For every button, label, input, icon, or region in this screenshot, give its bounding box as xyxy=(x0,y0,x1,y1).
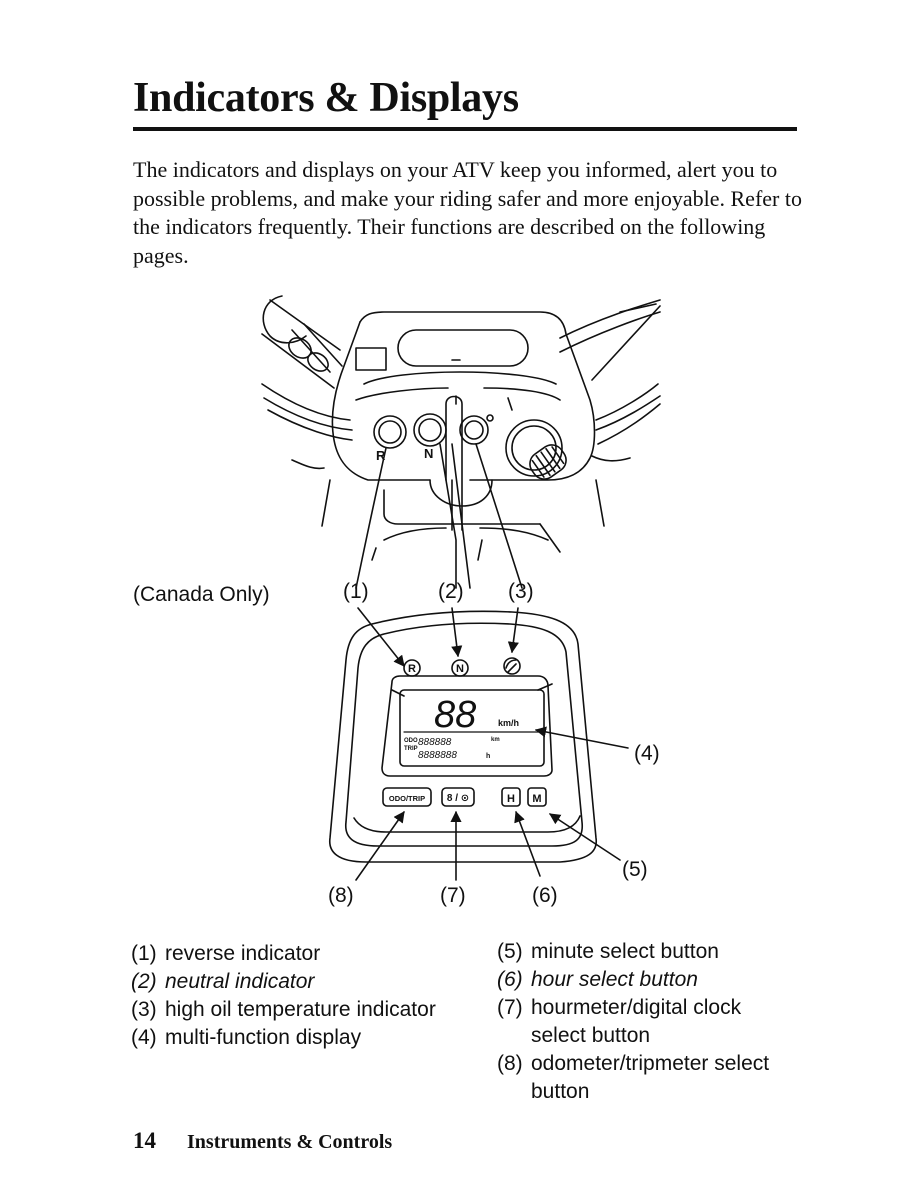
legend-text: hour select button xyxy=(531,968,698,991)
lcd-odo-digits: 888888 xyxy=(418,737,452,748)
intro-paragraph: The indicators and displays on your ATV … xyxy=(133,157,802,268)
legend-num: (8) xyxy=(497,1052,523,1075)
page-title: Indicators & Displays xyxy=(133,75,519,121)
legend-item: (1) reverse indicator xyxy=(131,940,491,968)
upper-label-n: N xyxy=(424,446,433,461)
legend-num: (6) xyxy=(497,968,523,991)
lcd-hour-unit: h xyxy=(486,753,490,760)
lcd-speed: 88 xyxy=(434,694,476,736)
upper-label-r: R xyxy=(376,448,386,463)
callout-8: (8) xyxy=(328,884,354,907)
minute-button-outline xyxy=(527,787,547,807)
legend-text: neutral indicator xyxy=(165,970,315,993)
legend-item: (2) neutral indicator xyxy=(131,968,491,996)
callout-7: (7) xyxy=(440,884,466,907)
clock-button-outline xyxy=(441,787,475,807)
legend-item: (7) hourmeter/digital clock select butto… xyxy=(497,994,797,1050)
oil-temp-indicator-icon xyxy=(503,657,521,675)
legend-num: (7) xyxy=(497,996,523,1019)
reverse-glyph: R xyxy=(408,663,416,675)
legend-num: (5) xyxy=(497,940,523,963)
lcd-trip-tag: TRIP xyxy=(404,746,418,752)
lcd-hour-digits: 8888888 xyxy=(418,750,457,761)
legend-text: minute select button xyxy=(531,940,719,963)
callout-1: (1) xyxy=(343,580,369,603)
section-name: Instruments & Controls xyxy=(187,1131,393,1153)
legend-num: (4) xyxy=(131,1026,157,1049)
instrument-illustration: R N R N 88 km/h ODO TRIP 888888 km 88888… xyxy=(133,295,661,907)
canada-only-note: (Canada Only) xyxy=(133,583,270,606)
legend-text: hourmeter/digital clock select button xyxy=(531,996,742,1047)
hour-button[interactable]: H xyxy=(507,793,515,805)
legend-item: (8) odometer/tripmeter select button xyxy=(497,1050,797,1106)
neutral-indicator-icon xyxy=(451,659,469,677)
callout-3: (3) xyxy=(508,580,534,603)
page-number: 14 xyxy=(133,1128,156,1153)
page-footer: 14 Instruments & Controls xyxy=(133,1128,392,1154)
hour-button-outline xyxy=(501,787,521,807)
lcd-odo-tag: ODO xyxy=(404,738,418,744)
meter-drawing xyxy=(329,610,597,863)
reverse-indicator-icon xyxy=(403,659,421,677)
legend-item: (6) hour select button xyxy=(497,966,797,994)
legend-item: (5) minute select button xyxy=(497,938,797,966)
legend-num: (3) xyxy=(131,998,157,1021)
callout-5: (5) xyxy=(622,858,648,881)
hourmeter-clock-button[interactable]: 8 / ⊙ xyxy=(447,793,469,804)
odo-trip-button-outline xyxy=(382,787,432,807)
title-rule xyxy=(133,127,797,131)
odo-trip-button[interactable]: ODO/TRIP xyxy=(389,794,425,803)
legend-left: (1) reverse indicator (2) neutral indica… xyxy=(131,940,491,1052)
lcd-speed-unit: km/h xyxy=(498,718,519,728)
lcd-odo-unit: km xyxy=(491,737,500,743)
legend-right: (5) minute select button (6) hour select… xyxy=(497,938,797,1106)
callout-4: (4) xyxy=(634,742,660,765)
legend-text: high oil temperature indicator xyxy=(165,998,436,1021)
callout-6: (6) xyxy=(532,884,558,907)
callout-2: (2) xyxy=(438,580,464,603)
legend-text: multi-function display xyxy=(165,1026,362,1049)
legend-text: reverse indicator xyxy=(165,942,321,965)
legend-item: (3) high oil temperature indicator xyxy=(131,996,491,1024)
handlebar-drawing xyxy=(261,295,661,561)
neutral-glyph: N xyxy=(456,663,464,675)
minute-button[interactable]: M xyxy=(532,793,541,805)
legend-num: (1) xyxy=(131,942,157,965)
legend-item: (4) multi-function display xyxy=(131,1024,491,1052)
legend-text: odometer/tripmeter select button xyxy=(531,1052,770,1103)
legend-num: (2) xyxy=(131,970,157,993)
